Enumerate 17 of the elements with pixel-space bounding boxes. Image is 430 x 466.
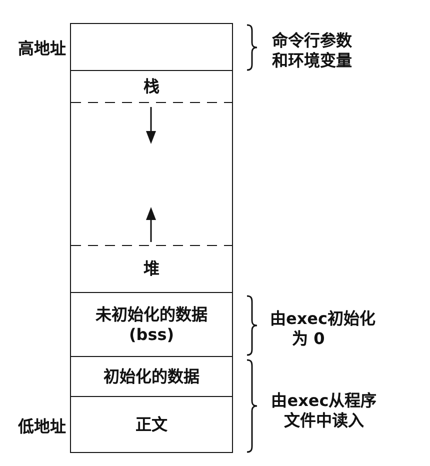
memory-segment (70, 103, 233, 246)
segment-label: 堆 (144, 259, 160, 279)
annotation-text: 由exec初始化为 0 (270, 309, 377, 349)
segment-label: 未初始化的数据 (bss) (94, 304, 208, 344)
segment-label: 栈 (144, 77, 160, 97)
annotation-text: 由exec从程序文件中读入 (270, 391, 378, 431)
annotation-text: 命令行参数和环境变量 (272, 31, 353, 71)
memory-segment (70, 23, 233, 71)
segment-label: 初始化的数据 (104, 366, 200, 386)
memory-segment (70, 71, 233, 103)
memory-segment (70, 293, 233, 357)
memory-segment (70, 397, 233, 453)
memory-segment (70, 246, 233, 293)
segment-label: 正文 (136, 414, 168, 434)
memory-segment (70, 357, 233, 397)
address-label: 高地址 (17, 39, 66, 59)
address-label: 低地址 (17, 417, 66, 437)
